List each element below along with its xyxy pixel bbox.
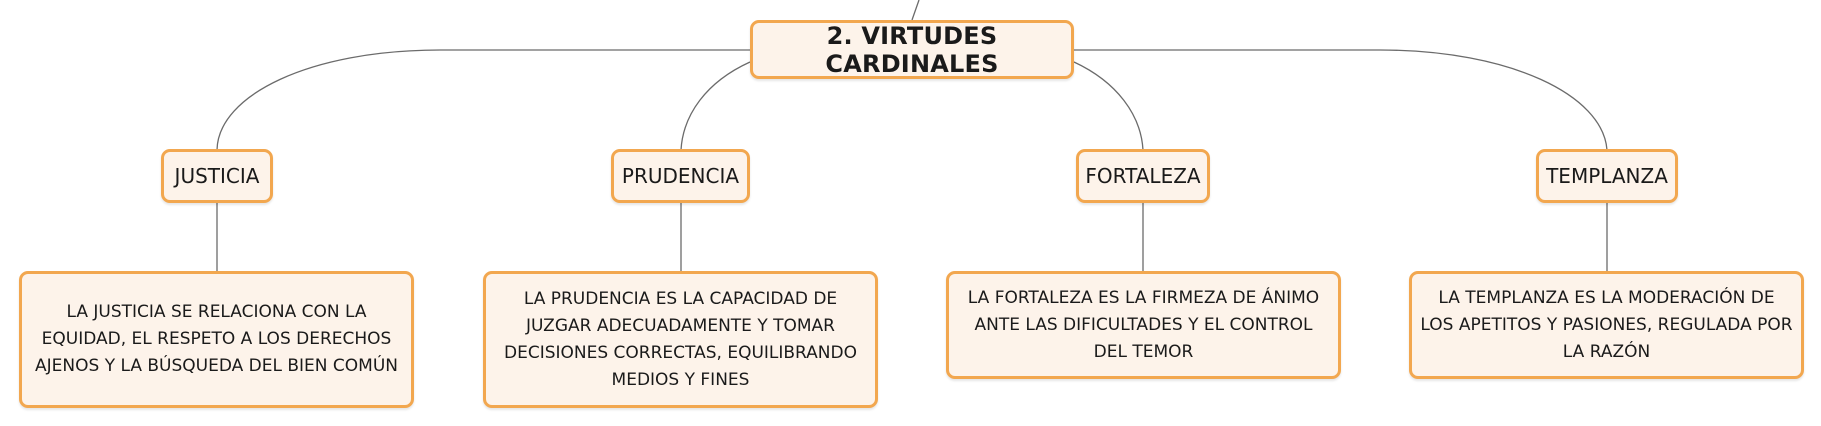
topic-node-fortaleza[interactable]: FORTALEZA: [1076, 149, 1210, 203]
connector-root-justicia: [216, 49, 750, 151]
description-node-fortaleza[interactable]: LA FORTALEZA ES LA FIRMEZA DE ÁNIMO ANTE…: [946, 271, 1341, 379]
parent-connector: [911, 0, 920, 21]
root-label: 2. VIRTUDES CARDINALES: [825, 21, 999, 78]
connector-root-prudencia: [680, 61, 751, 151]
connector-root-templanza: [1074, 49, 1608, 151]
description-text-prudencia: LA PRUDENCIA ES LA CAPACIDAD DE JUZGAR A…: [504, 288, 857, 390]
topic-label-fortaleza: FORTALEZA: [1085, 164, 1201, 188]
topic-node-prudencia[interactable]: PRUDENCIA: [611, 149, 750, 203]
description-text-templanza: LA TEMPLANZA ES LA MODERACIÓN DE LOS APE…: [1420, 287, 1793, 362]
topic-node-justicia[interactable]: JUSTICIA: [161, 149, 273, 203]
topic-label-prudencia: PRUDENCIA: [621, 164, 740, 188]
description-node-prudencia[interactable]: LA PRUDENCIA ES LA CAPACIDAD DE JUZGAR A…: [483, 271, 878, 408]
description-text-fortaleza: LA FORTALEZA ES LA FIRMEZA DE ÁNIMO ANTE…: [967, 287, 1320, 362]
topic-node-templanza[interactable]: TEMPLANZA: [1536, 149, 1678, 203]
description-node-justicia[interactable]: LA JUSTICIA SE RELACIONA CON LA EQUIDAD,…: [19, 271, 414, 408]
root-node[interactable]: 2. VIRTUDES CARDINALES: [750, 20, 1074, 79]
topic-label-templanza: TEMPLANZA: [1546, 164, 1668, 188]
topic-label-justicia: JUSTICIA: [174, 164, 260, 188]
description-node-templanza[interactable]: LA TEMPLANZA ES LA MODERACIÓN DE LOS APE…: [1409, 271, 1804, 379]
connector-root-fortaleza: [1073, 61, 1144, 151]
description-text-justicia: LA JUSTICIA SE RELACIONA CON LA EQUIDAD,…: [35, 302, 398, 376]
